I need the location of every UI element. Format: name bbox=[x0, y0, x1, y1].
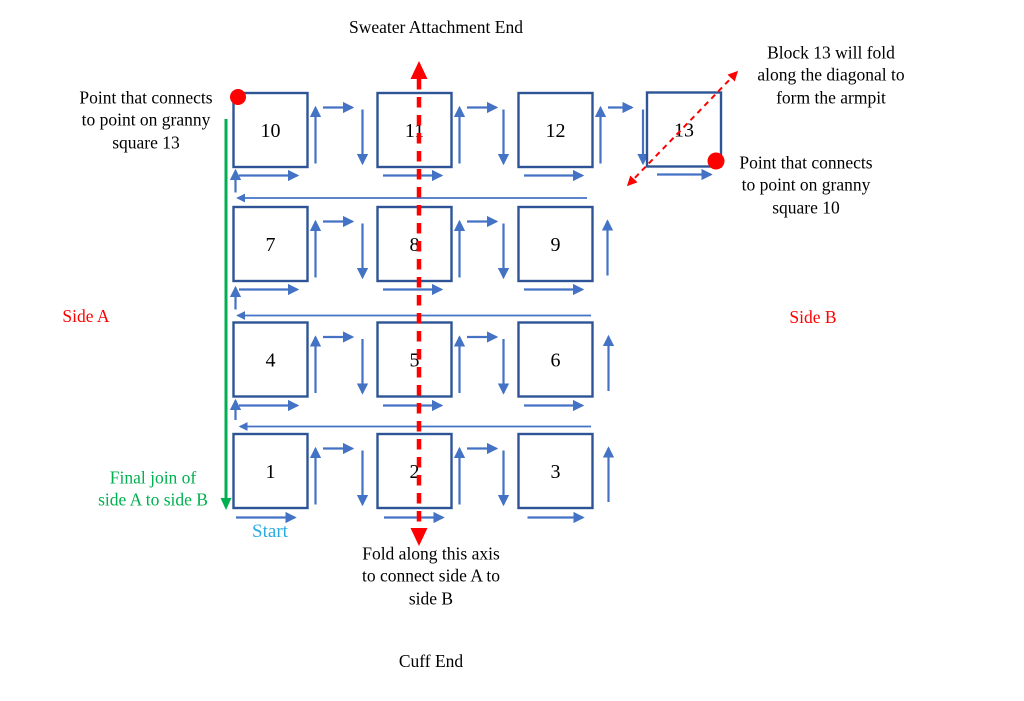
granny-square-12 bbox=[517, 91, 594, 169]
fold-axis-arrowhead-top bbox=[410, 61, 428, 79]
granny-square-number-3: 3 bbox=[551, 461, 561, 483]
granny-square-number-8: 8 bbox=[410, 234, 420, 256]
granny-square-number-4: 4 bbox=[266, 350, 276, 372]
granny-square-number-7: 7 bbox=[266, 234, 276, 256]
side-a-join-arrowhead bbox=[220, 498, 232, 510]
granny-square-5 bbox=[376, 321, 453, 398]
granny-square-4 bbox=[232, 321, 309, 398]
connection-point-dot-square10 bbox=[230, 89, 246, 105]
label-side-a: Side A bbox=[62, 305, 110, 326]
label-fold-axis-note: Fold along this axis to connect side A t… bbox=[361, 543, 501, 609]
label-start: Start bbox=[252, 520, 288, 542]
granny-square-number-1: 1 bbox=[266, 461, 276, 483]
granny-square-9 bbox=[517, 205, 594, 283]
connection-point-dot-square13 bbox=[707, 152, 725, 170]
granny-square-number-13: 13 bbox=[674, 120, 694, 142]
label-point-connects-square10: Point that connects to point on granny s… bbox=[739, 152, 873, 218]
granny-square-7 bbox=[232, 205, 309, 283]
granny-square-number-2: 2 bbox=[410, 461, 420, 483]
granny-square-2 bbox=[376, 432, 453, 510]
label-sweater-attachment-end: Sweater Attachment End bbox=[349, 16, 523, 37]
granny-square-number-9: 9 bbox=[551, 234, 561, 256]
label-block13-fold-note: Block 13 will fold along the diagonal to… bbox=[757, 42, 905, 108]
granny-square-1 bbox=[232, 432, 309, 510]
granny-square-8 bbox=[376, 205, 453, 283]
fold-axis-arrowhead-bottom bbox=[410, 528, 428, 546]
block13-diagonal-fold-arrow bbox=[626, 70, 739, 187]
label-point-connects-square13: Point that connects to point on granny s… bbox=[79, 87, 213, 153]
label-side-b: Side B bbox=[789, 306, 837, 327]
label-cuff-end: Cuff End bbox=[398, 650, 464, 671]
granny-square-number-12: 12 bbox=[546, 120, 566, 142]
granny-square-6 bbox=[517, 321, 594, 398]
granny-square-10 bbox=[232, 91, 309, 169]
granny-square-number-6: 6 bbox=[551, 350, 561, 372]
granny-square-3 bbox=[517, 432, 594, 510]
label-final-join: Final join of side A to side B bbox=[98, 467, 208, 510]
granny-square-11 bbox=[376, 91, 453, 169]
granny-square-number-10: 10 bbox=[261, 120, 281, 142]
granny-square-number-5: 5 bbox=[410, 350, 420, 372]
